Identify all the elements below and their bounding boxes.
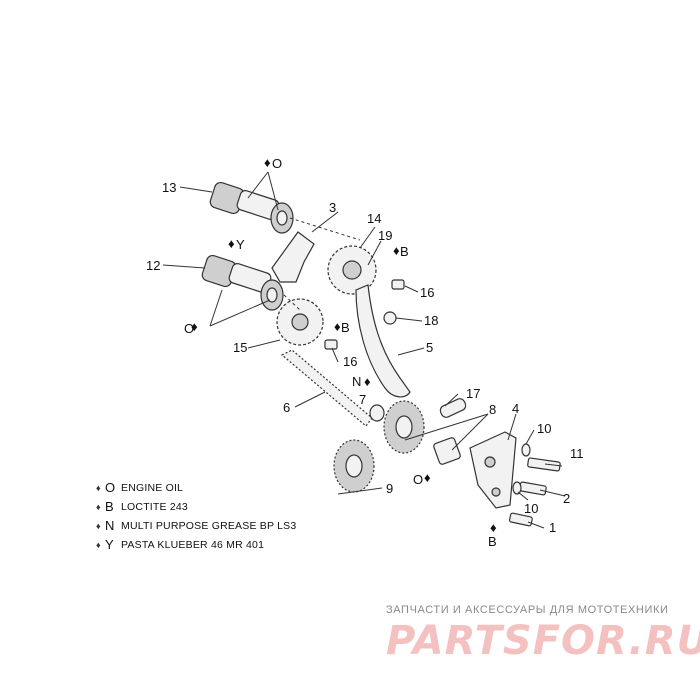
legend-text: ENGINE OIL <box>121 481 184 494</box>
callout-6: 6 <box>283 400 290 415</box>
symbol-o-top: O <box>272 156 282 171</box>
legend-symbol: O <box>105 480 116 495</box>
support-plate <box>469 431 517 509</box>
symbol-y: Y <box>236 237 245 252</box>
callout-numbers: 1 2 3 4 5 6 7 8 9 10 10 11 12 13 14 15 1… <box>146 180 584 535</box>
symbol-o-left: O <box>184 321 194 336</box>
camshaft-lower <box>201 254 284 311</box>
drop-icon: ♦ <box>96 482 101 493</box>
svg-text:♦: ♦ <box>264 155 271 170</box>
svg-text:♦: ♦ <box>364 374 371 389</box>
callout-11: 11 <box>570 446 584 461</box>
callout-13: 13 <box>162 180 176 195</box>
sprocket-upper <box>327 245 377 295</box>
bolt-1 <box>508 512 533 527</box>
callout-16-lower: 16 <box>343 354 357 369</box>
legend-symbol: B <box>105 499 114 514</box>
callout-5: 5 <box>426 340 433 355</box>
callout-12: 12 <box>146 258 160 273</box>
watermark-logo: PARTSFOR.RU <box>386 618 700 664</box>
legend-row: ♦ N MULTI PURPOSE GREASE BP LS3 <box>96 516 296 535</box>
legend-symbol: Y <box>105 537 114 552</box>
watermark-tagline: ЗАПЧАСТИ И АКСЕССУАРЫ ДЛЯ МОТОТЕХНИКИ <box>386 604 669 616</box>
callout-7: 7 <box>359 392 366 407</box>
symbol-n: N <box>352 374 361 389</box>
leader-lines <box>162 171 566 529</box>
camshaft-upper <box>209 181 294 234</box>
bolt-16-lower <box>324 339 338 350</box>
roller-bearing <box>433 437 461 465</box>
legend-row: ♦ B LOCTITE 243 <box>96 497 296 516</box>
legend-symbol: N <box>105 518 115 533</box>
bolt-11 <box>527 457 561 472</box>
lubricant-symbols: ♦ O ♦ Y ♦ O ♦ B ♦ B N ♦ O ♦ ♦ B <box>184 155 497 549</box>
callout-1: 1 <box>549 520 556 535</box>
washer-10-lower <box>512 481 522 495</box>
svg-text:♦: ♦ <box>334 319 341 334</box>
legend-row: ♦ Y PASTA KLUEBER 46 MR 401 <box>96 535 296 554</box>
bolt-16-upper <box>391 279 405 290</box>
callout-9: 9 <box>386 481 393 496</box>
legend-text: LOCTITE 243 <box>121 500 188 513</box>
washer-10-upper <box>521 443 531 457</box>
callout-3: 3 <box>329 200 336 215</box>
callout-18: 18 <box>424 313 438 328</box>
lubricant-legend: ♦ O ENGINE OIL ♦ B LOCTITE 243 ♦ N MULTI… <box>96 478 296 554</box>
symbol-o-right: O <box>413 472 423 487</box>
svg-text:♦: ♦ <box>191 319 198 334</box>
gear-lower <box>333 439 375 493</box>
callout-17: 17 <box>466 386 480 401</box>
callout-16-upper: 16 <box>420 285 434 300</box>
bolt-2 <box>519 481 547 496</box>
svg-text:♦: ♦ <box>228 236 235 251</box>
legend-text: MULTI PURPOSE GREASE BP LS3 <box>121 519 297 532</box>
watermark: ЗАПЧАСТИ И АКСЕССУАРЫ ДЛЯ МОТОТЕХНИКИ PA… <box>386 604 700 664</box>
bracket-part <box>271 231 315 283</box>
callout-19: 19 <box>378 228 392 243</box>
sprocket-lower <box>276 298 324 346</box>
callout-2: 2 <box>563 491 570 506</box>
callout-14: 14 <box>367 211 381 226</box>
chain-guide <box>355 284 411 398</box>
legend-row: ♦ O ENGINE OIL <box>96 478 296 497</box>
callout-10-lower: 10 <box>524 501 538 516</box>
drop-icon: ♦ <box>96 501 101 512</box>
callout-4: 4 <box>512 401 519 416</box>
callout-10-upper: 10 <box>537 421 551 436</box>
symbol-b-middle: B <box>341 320 350 335</box>
gear-upper <box>383 400 425 454</box>
symbol-b-upper: B <box>400 244 409 259</box>
callout-8: 8 <box>489 402 496 417</box>
legend-text: PASTA KLUEBER 46 MR 401 <box>121 538 265 551</box>
washer <box>369 404 385 422</box>
svg-text:♦: ♦ <box>393 243 400 258</box>
callout-15: 15 <box>233 340 247 355</box>
pin <box>439 398 467 418</box>
drop-icon: ♦ <box>96 539 101 550</box>
svg-text:♦: ♦ <box>424 470 431 485</box>
spacer-18 <box>383 311 397 325</box>
symbol-b-bottom: B <box>488 534 497 549</box>
drop-icon: ♦ <box>96 520 101 531</box>
svg-text:♦: ♦ <box>490 520 497 535</box>
